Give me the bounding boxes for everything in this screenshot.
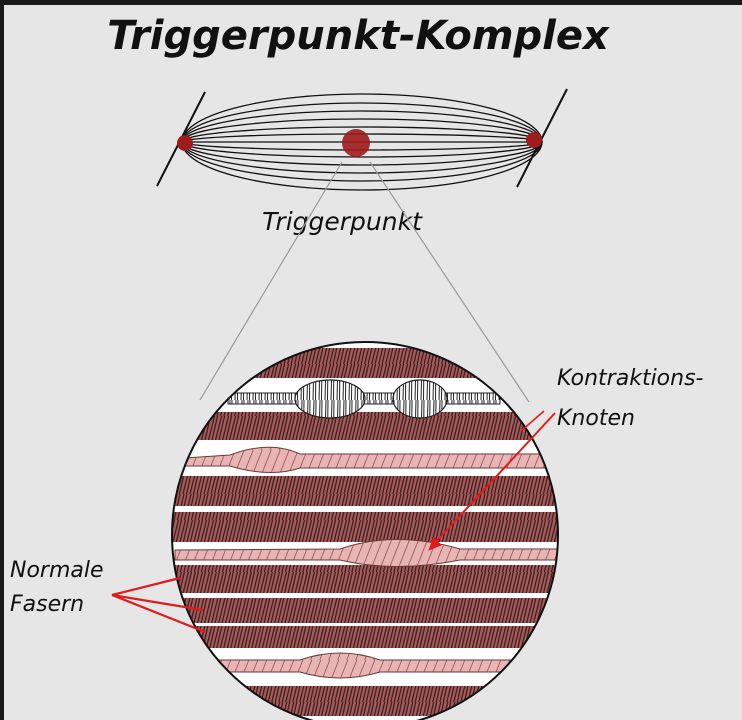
left-attachment-nodule	[177, 135, 193, 151]
fiber-band	[160, 565, 570, 593]
normal-fiber-label-line1: Normale	[10, 558, 104, 583]
fiber-band	[160, 476, 570, 506]
normal-fiber-label-line2: Fasern	[10, 592, 84, 617]
triggerpoint-label: Triggerpunkt	[262, 207, 423, 236]
fiber-band	[160, 686, 570, 716]
fiber-band	[160, 626, 570, 648]
contraction-knot-label-line2: Knoten	[557, 406, 635, 431]
muscle-band	[157, 89, 567, 190]
fiber-band	[160, 598, 570, 623]
fiber-band	[160, 412, 570, 440]
right-attachment-nodule	[526, 132, 542, 148]
contraction-knot-label-line1: Kontraktions-	[557, 366, 704, 391]
fiber-band	[160, 512, 570, 542]
magnified-view	[160, 342, 570, 720]
triggerpoint-nodule	[342, 129, 370, 157]
diagram-title: Triggerpunkt-Komplex	[107, 13, 610, 59]
